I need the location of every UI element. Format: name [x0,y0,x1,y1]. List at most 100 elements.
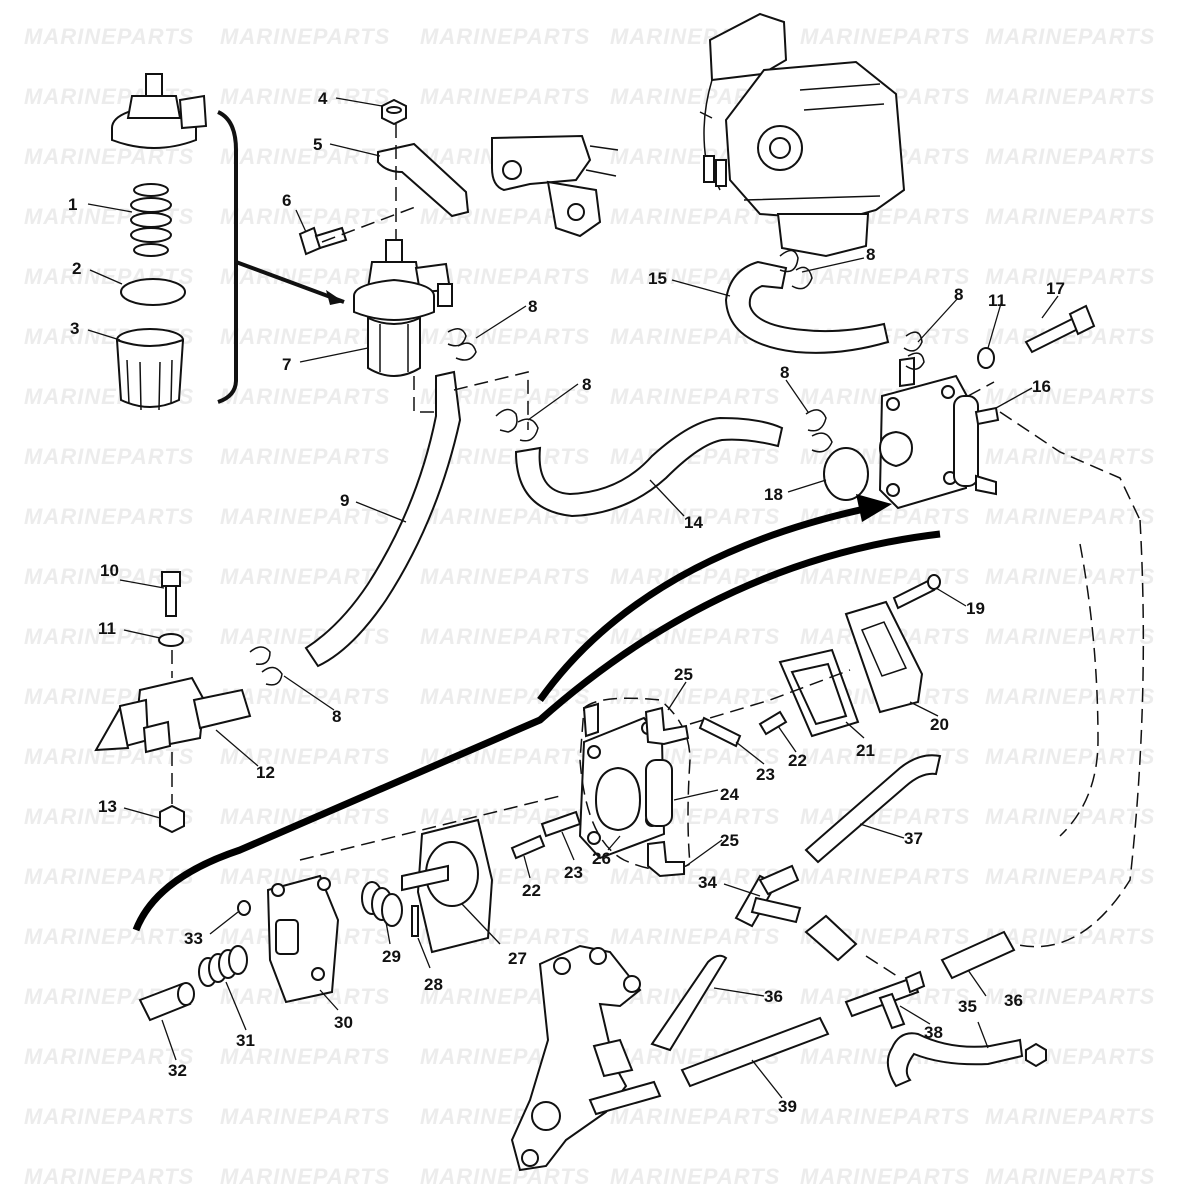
bolt-10-part [161,571,181,617]
hose-39-part [680,1016,830,1088]
callout-6: 6 [282,191,291,210]
watermark-text: MARINEPARTS [220,144,390,169]
watermark-text: MARINEPARTS [610,684,780,709]
watermark-text: MARINEPARTS [24,1044,194,1069]
watermark-text: MARINEPARTS [985,144,1155,169]
watermark-text: MARINEPARTS [985,1104,1155,1129]
watermark-text: MARINEPARTS [420,624,590,649]
screw-22-upper-part [758,710,788,736]
bolt-17-part [1024,304,1096,354]
callout-8-hose14: 8 [582,375,591,394]
watermark-text: MARINEPARTS [610,384,780,409]
watermark-text: MARINEPARTS [985,204,1155,229]
callout-35: 35 [958,997,977,1016]
fuel-hose-14-part [514,416,784,518]
callout-24: 24 [720,785,739,804]
filter-detail-group [111,73,345,411]
watermark-text: MARINEPARTS [420,744,590,769]
watermark-text: MARINEPARTS [985,624,1155,649]
callout-25-upper: 25 [674,665,693,684]
watermark-text: MARINEPARTS [610,1164,780,1189]
gasket-21-part [778,648,860,738]
callout-34: 34 [698,873,717,892]
callout-22-upper: 22 [788,751,807,770]
callout-22-lower: 22 [522,881,541,900]
watermark-text: MARINEPARTS [985,684,1155,709]
filter-spring-part [130,183,172,257]
callout-4: 4 [318,89,328,108]
watermark-text: MARINEPARTS [610,1104,780,1129]
callout-30: 30 [334,1013,353,1032]
gasket-18-part [823,447,869,501]
watermark-text: MARINEPARTS [220,684,390,709]
watermark-text: MARINEPARTS [985,1164,1155,1189]
fuel-cock-12-part [94,676,252,754]
callout-23-lower: 23 [564,863,583,882]
watermark-text: MARINEPARTS [24,24,194,49]
watermark-text: MARINEPARTS [800,864,970,889]
callout-29: 29 [382,947,401,966]
filter-o-ring-part [120,278,186,306]
diaphragm-27-part [401,818,494,954]
watermark-text: MARINEPARTS [610,864,780,889]
nut-13-part [159,804,185,834]
watermark-text: MARINEPARTS [800,564,970,589]
hose-37-part [804,754,942,864]
fuel-pump-16-part [878,356,1000,510]
hose-36-right-part [940,930,1016,980]
washer-33-part [237,900,251,916]
watermark-text: MARINEPARTS [220,444,390,469]
watermark-text: MARINEPARTS [800,264,970,289]
watermark-text: MARINEPARTS [24,924,194,949]
callout-3: 3 [70,319,79,338]
callout-33: 33 [184,929,203,948]
pump-body-24-part [578,702,673,860]
callout-27: 27 [508,949,527,968]
callout-1: 1 [68,195,77,214]
elbow-25-lower-part [647,840,685,878]
watermark-text: MARINEPARTS [800,1104,970,1129]
screw-22-lower-part [510,834,546,860]
callout-8-hose15: 8 [866,245,875,264]
watermark-text: MARINEPARTS [220,504,390,529]
watermark-text: MARINEPARTS [985,984,1155,1009]
callout-25-lower: 25 [720,831,739,850]
callout-15: 15 [648,269,667,288]
callout-38: 38 [924,1023,943,1042]
watermark-text: MARINEPARTS [800,744,970,769]
watermark-text: MARINEPARTS [800,804,970,829]
watermark-text: MARINEPARTS [220,744,390,769]
watermark-text: MARINEPARTS [220,84,390,109]
cover-20-part [844,600,924,714]
watermark-text: MARINEPARTS [24,1104,194,1129]
cover-30-part [266,874,340,1004]
watermark-text: MARINEPARTS [220,1044,390,1069]
callout-10: 10 [100,561,119,580]
callout-11-lower: 11 [98,619,116,638]
watermark-text: MARINEPARTS [24,864,194,889]
watermark-text: MARINEPARTS [800,24,970,49]
watermark-text: MARINEPARTS [610,504,780,529]
watermark-text: MARINEPARTS [220,324,390,349]
watermark-text: MARINEPARTS [220,1104,390,1129]
watermark-text: MARINEPARTS [985,84,1155,109]
watermark-text: MARINEPARTS [420,84,590,109]
hose-36-left-part [650,954,728,1052]
callout-23-upper: 23 [756,765,775,784]
callout-16: 16 [1032,377,1051,396]
callout-7: 7 [282,355,291,374]
fuel-hose-15-part [724,260,890,354]
callout-8-cock: 8 [332,707,341,726]
leader-lines [87,97,1059,1099]
callout-36-left: 36 [764,987,783,1006]
watermark-text: MARINEPARTS [610,204,780,229]
spring-29-part [361,881,403,927]
callout-12: 12 [256,763,275,782]
filter-cap-part [111,73,208,149]
watermark-text: MARINEPARTS [24,504,194,529]
bracket-5-part [377,142,470,218]
callout-36-right: 36 [1004,991,1023,1010]
callout-39: 39 [778,1097,797,1116]
watermark-text: MARINEPARTS [985,504,1155,529]
